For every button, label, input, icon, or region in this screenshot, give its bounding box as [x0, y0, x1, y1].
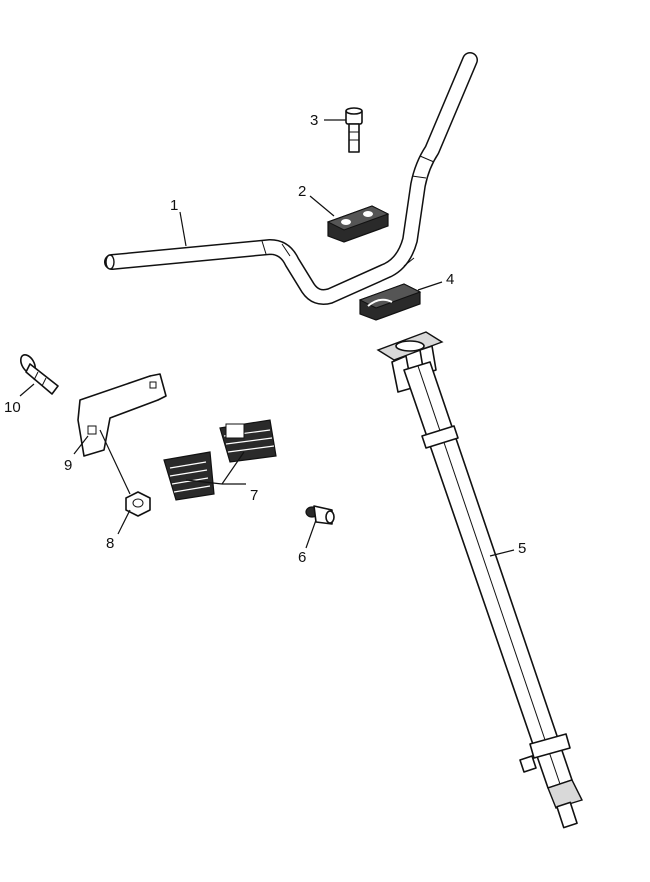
handlebar: [104, 52, 478, 305]
bracket-9: [77, 373, 167, 457]
isolators-7: [163, 419, 277, 501]
callout-5: 5: [518, 540, 526, 557]
callout-2: 2: [298, 183, 306, 200]
bolt-3: [345, 107, 363, 153]
callout-3: 3: [310, 112, 318, 129]
steering-post-5: [376, 331, 583, 829]
callout-10: 10: [4, 399, 21, 416]
callout-9: 9: [64, 457, 72, 474]
callout-4: 4: [446, 271, 454, 288]
bolt-10: [19, 354, 59, 395]
upper-clamp-2: [326, 205, 390, 243]
lower-clamp-4: [358, 283, 422, 321]
fitting-6: [305, 505, 335, 525]
callout-6: 6: [298, 549, 306, 566]
callout-7: 7: [250, 487, 258, 504]
callout-1: 1: [170, 197, 178, 214]
nut-8: [125, 491, 151, 517]
leader-lines: [19, 119, 515, 557]
callout-8: 8: [106, 535, 114, 552]
callout-labels: 1 2 3 4 5 6 7 8 9 10: [4, 112, 526, 566]
